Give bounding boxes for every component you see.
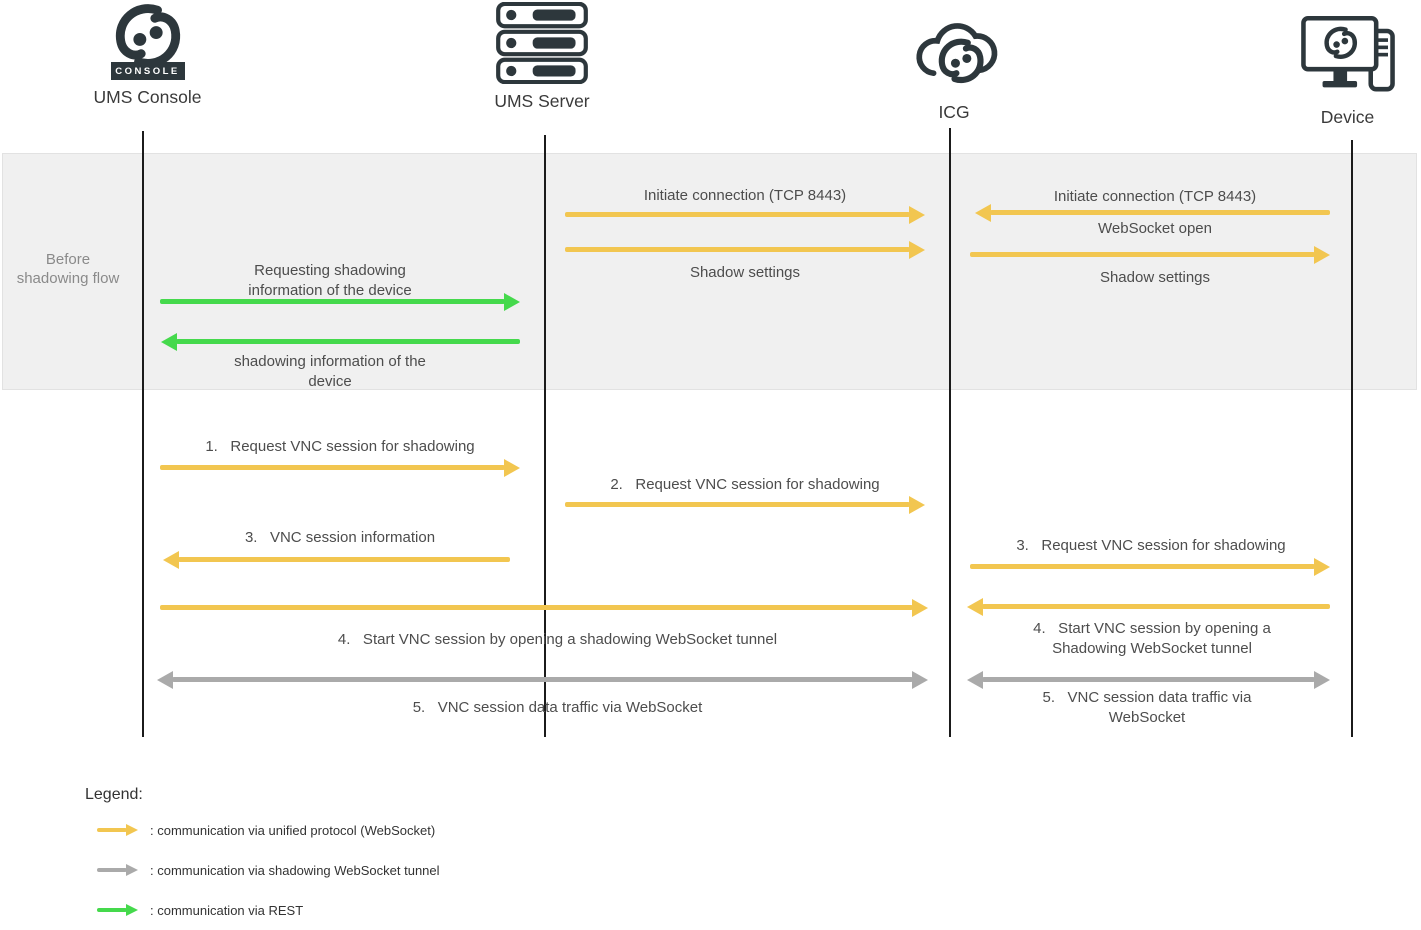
actor-ums-server: UMS Server xyxy=(482,2,602,112)
arrow-initiate-connection-server-icg xyxy=(565,212,910,217)
lifeline-icg xyxy=(949,128,951,737)
msg-shadowing-info: shadowing information of the device xyxy=(234,353,431,390)
legend-item-tunnel: : communication via shadowing WebSocket … xyxy=(150,863,440,878)
lifeline-device xyxy=(1351,140,1353,737)
arrow-step4-console-icg xyxy=(160,605,913,610)
arrow-step1-console-server xyxy=(160,465,505,470)
arrow-step3-server-console xyxy=(178,557,510,562)
arrow-step5-icg-device xyxy=(982,677,1315,682)
legend-yellow-arrow-icon xyxy=(97,828,127,832)
console-banner: CONSOLE xyxy=(110,62,185,80)
lifeline-ums-server xyxy=(544,135,546,737)
arrow-step5-console-icg xyxy=(172,677,913,682)
phase-label: Before shadowing flow xyxy=(16,251,120,287)
actor-label-device: Device xyxy=(1320,107,1375,127)
igel-console-icon xyxy=(110,2,186,70)
legend-green-arrow-icon xyxy=(97,908,127,912)
msg-step3-left: 3. VNC session information xyxy=(244,529,436,546)
actor-device: Device xyxy=(1290,12,1405,128)
arrow-websocket-open-icg-device xyxy=(970,252,1315,257)
legend-item-rest: : communication via REST xyxy=(150,903,304,918)
device-monitor-icon xyxy=(1300,15,1395,92)
server-rack-icon xyxy=(496,2,588,84)
icg-cloud-icon xyxy=(915,23,997,95)
actor-label-icg: ICG xyxy=(938,102,970,122)
legend-item-unified: : communication via unified protocol (We… xyxy=(150,823,436,838)
msg-step5-long: 5. VNC session data traffic via WebSocke… xyxy=(412,699,703,716)
msg-step1: 1. Request VNC session for shadowing xyxy=(205,438,475,455)
msg-step3-right: 3. Request VNC session for shadowing xyxy=(1016,537,1286,554)
arrow-initiate-connection-device-icg xyxy=(990,210,1330,215)
arrow-step2-server-icg xyxy=(565,502,910,507)
msg-step5-right: 5. VNC session data traffic via WebSocke… xyxy=(1042,689,1256,726)
arrow-shadowing-info-return xyxy=(176,339,520,344)
msg-shadow-settings-icg-device: Shadow settings xyxy=(1099,269,1211,286)
actor-ums-console: CONSOLE UMS Console xyxy=(85,2,210,108)
arrow-step3-icg-device xyxy=(970,564,1315,569)
actor-icg: ICG xyxy=(894,2,1014,123)
arrow-requesting-shadowing-info xyxy=(160,299,505,304)
arrow-shadow-settings-server-icg xyxy=(565,247,910,252)
msg-initiate-connection-server-icg: Initiate connection (TCP 8443) xyxy=(643,187,847,204)
actor-label-ums-console: UMS Console xyxy=(93,87,202,107)
msg-step2: 2. Request VNC session for shadowing xyxy=(610,476,880,493)
lifeline-ums-console xyxy=(142,131,144,737)
legend-title: Legend: xyxy=(85,786,143,803)
msg-requesting-shadowing-info: Requesting shadowing information of the … xyxy=(248,262,412,299)
msg-websocket-open: WebSocket open xyxy=(1098,220,1212,237)
arrow-step4-device-icg xyxy=(982,604,1330,609)
msg-initiate-connection-device-icg: Initiate connection (TCP 8443) xyxy=(1053,188,1257,205)
msg-step4-right: 4. Start VNC session by opening a Shadow… xyxy=(1033,620,1275,657)
before-shadowing-phase-band xyxy=(2,153,1417,390)
msg-step4-long: 4. Start VNC session by opening a shadow… xyxy=(337,631,778,648)
legend-gray-arrow-icon xyxy=(97,868,127,872)
msg-shadow-settings-server-icg: Shadow settings xyxy=(689,264,801,281)
actor-label-ums-server: UMS Server xyxy=(494,91,590,111)
